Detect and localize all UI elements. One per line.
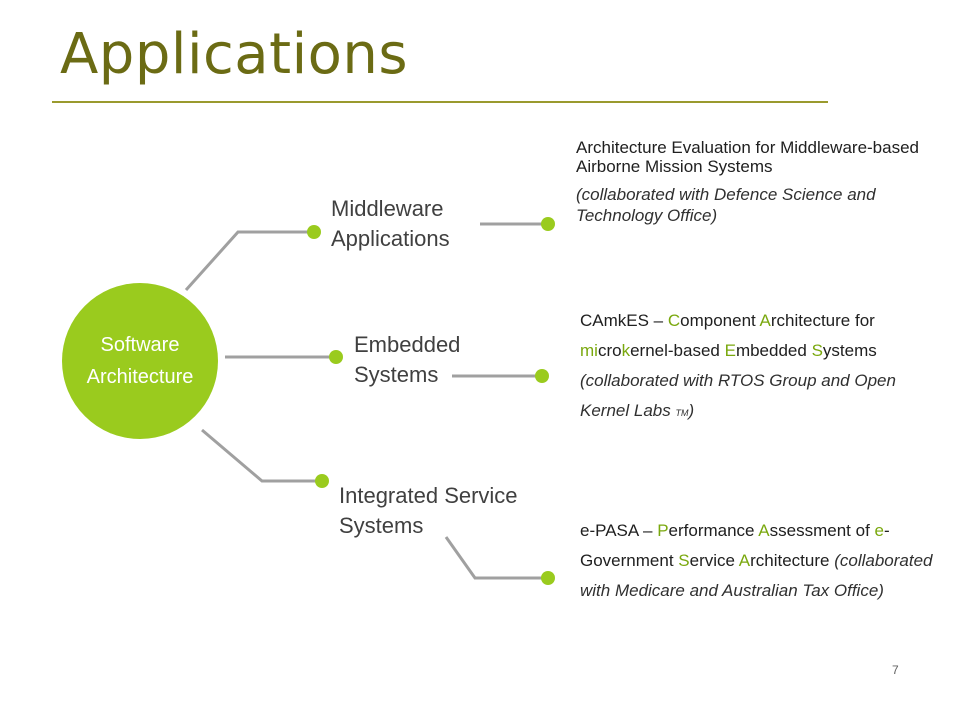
detail-integrated: e-PASA – Performance Assessment of e-Gov…	[580, 516, 942, 606]
detail-embedded-collab: (collaborated with RTOS Group and Open K…	[580, 371, 896, 420]
connector-hub-integrated	[201, 428, 322, 483]
branch-label-embedded: Embedded Systems	[354, 332, 461, 387]
detail-middleware-collab: (collaborated with Defence Science and T…	[576, 185, 876, 225]
node-dot-middleware	[307, 225, 321, 239]
detail-embedded: CAmkES – Component Architecture for micr…	[580, 306, 948, 428]
detail-integrated-collab: (collaborated with Medicare and Australi…	[580, 551, 933, 600]
branch-label-middleware: Middleware Applications	[331, 196, 450, 251]
node-dot-embedded	[329, 350, 343, 364]
title-underline	[52, 101, 828, 103]
hub-line-2: Architecture	[86, 366, 194, 388]
node-dot-middleware-detail	[541, 217, 555, 231]
node-dot-embedded-detail	[535, 369, 549, 383]
connector-integrated-detail	[444, 536, 548, 580]
software-architecture-hub: Software Architecture	[62, 283, 218, 439]
node-dot-integrated	[315, 474, 329, 488]
branch-label-integrated: Integrated Service Systems	[339, 483, 518, 538]
detail-middleware: Architecture Evaluation for Middleware-b…	[576, 138, 946, 226]
page-number: 7	[892, 663, 899, 677]
detail-integrated-title: e-PASA – Performance Assessment of e-Gov…	[580, 521, 890, 570]
hub-line-1: Software	[100, 334, 180, 356]
detail-middleware-title: Architecture Evaluation for Middleware-b…	[576, 138, 920, 176]
detail-embedded-title: CAmkES – Component Architecture for micr…	[580, 311, 877, 360]
node-dot-integrated-detail	[541, 571, 555, 585]
slide-title: Applications	[60, 22, 409, 87]
connector-hub-middleware	[184, 230, 314, 292]
